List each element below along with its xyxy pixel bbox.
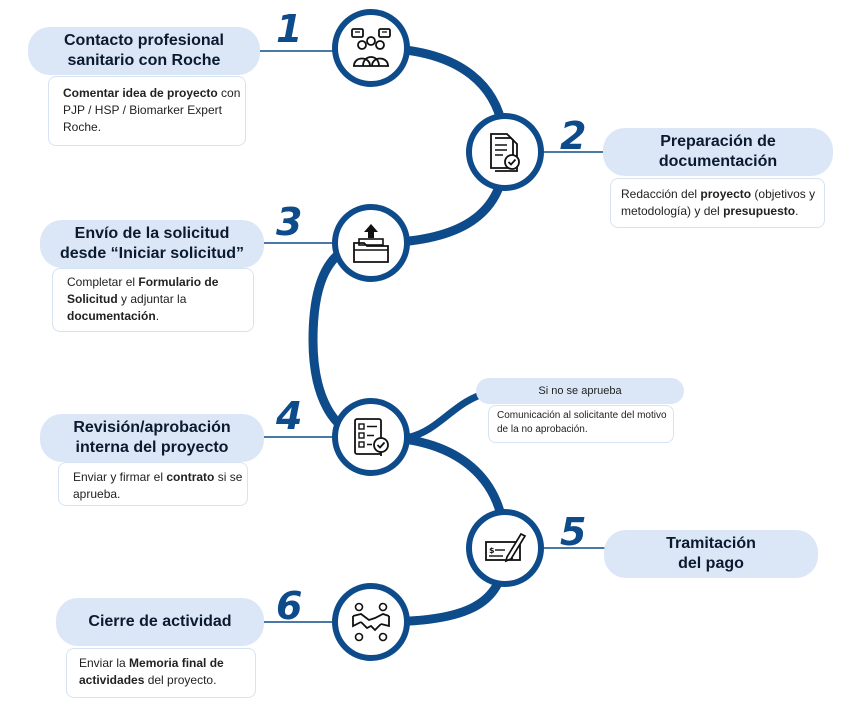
step-1-desc: Comentar idea de proyecto con PJP / HSP … [48, 76, 246, 146]
svg-text:$: $ [489, 546, 495, 555]
desc-segment: (objetivos y metodología) y del [621, 187, 816, 218]
step-3-desc: Completar el Formulario de Solicitud y a… [52, 268, 254, 332]
step-1-node [332, 9, 410, 87]
step-6-node [332, 583, 410, 661]
step-5-node: $ [466, 509, 544, 587]
step-6-number: 6 [276, 584, 303, 628]
desc-segment: presupuesto [723, 204, 796, 218]
step-1-title: Contacto profesional sanitario con Roche [28, 27, 260, 75]
checklist-icon [354, 418, 389, 456]
step-2-number: 2 [560, 114, 587, 158]
desc-segment: del proyecto. [144, 673, 217, 687]
step-4-number: 4 [276, 394, 303, 438]
step-4-node [332, 398, 410, 476]
desc-segment: Formulario de Solicitud [67, 275, 219, 306]
desc-segment: Enviar la [79, 656, 130, 670]
cheque-pen-icon: $ [485, 532, 527, 563]
branch-label: Si no se aprueba [476, 378, 684, 404]
step-5-title: Tramitación del pago [604, 530, 818, 578]
step-4-desc: Enviar y firmar el contrato si se aprueb… [58, 462, 248, 506]
desc-segment: Comentar idea de proyecto [63, 86, 218, 100]
desc-segment: Enviar y firmar el [73, 470, 167, 484]
step-4-title: Revisión/aprobación interna del proyecto [40, 414, 264, 462]
upload-folder-icon [353, 224, 389, 263]
handshake-icon [352, 602, 390, 642]
desc-segment: contrato [166, 470, 215, 484]
people-chat-icon [351, 28, 391, 67]
step-5-number: 5 [560, 510, 587, 554]
step-3-title: Envío de la solicitud desde “Iniciar sol… [40, 220, 264, 268]
desc-segment: Redacción del [621, 187, 701, 201]
desc-segment: proyecto [700, 187, 752, 201]
desc-segment: si se aprueba. [73, 470, 243, 501]
step-6-title: Cierre de actividad [56, 598, 264, 646]
desc-segment: Memoria final de actividades [79, 656, 224, 687]
document-check-icon [490, 133, 520, 172]
step-1-number: 1 [276, 7, 303, 51]
step-3-node [332, 204, 410, 282]
step-3-number: 3 [276, 200, 303, 244]
step-6-desc: Enviar la Memoria final de actividades d… [66, 648, 256, 698]
desc-segment: documentación [67, 309, 156, 323]
step-2-title: Preparación de documentación [603, 128, 833, 176]
desc-segment: Completar el [67, 275, 139, 289]
step-2-desc: Redacción del proyecto (objetivos y meto… [610, 178, 825, 228]
desc-segment: con PJP / HSP / Biomarker Expert Roche. [63, 86, 241, 134]
step-2-node [466, 113, 544, 191]
desc-segment: . [155, 309, 160, 323]
desc-segment: . [795, 204, 799, 218]
desc-segment: y adjuntar la [117, 292, 187, 306]
branch-desc: Comunicación al solicitante del motivo d… [488, 405, 674, 443]
